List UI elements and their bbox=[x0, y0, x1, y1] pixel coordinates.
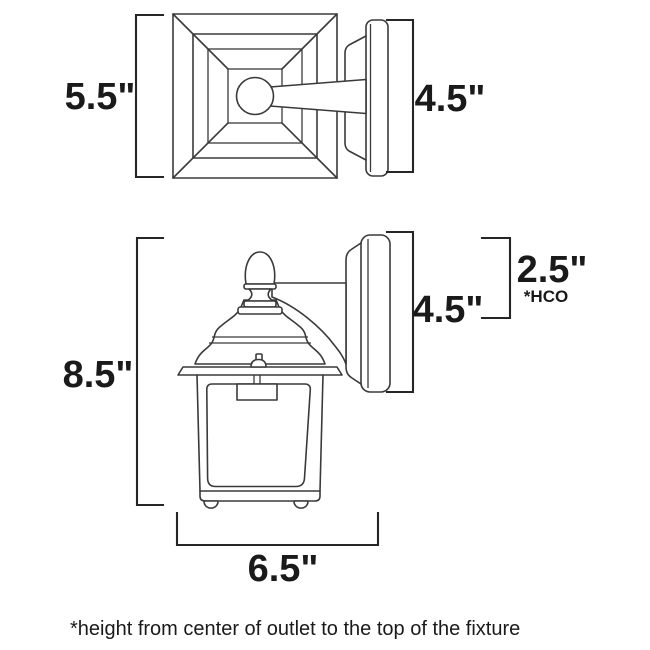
finial-side-view bbox=[237, 251, 283, 315]
socket bbox=[236, 383, 278, 401]
glass-panel bbox=[206, 383, 312, 488]
bracket-side-height bbox=[135, 236, 165, 507]
dim-label-top-depth: 4.5" bbox=[415, 78, 486, 120]
bracket-width bbox=[175, 511, 380, 547]
finial-top-view bbox=[235, 76, 275, 116]
lantern-rim bbox=[177, 353, 343, 376]
top-view-drawing bbox=[134, 13, 415, 179]
lantern-cage bbox=[196, 374, 324, 509]
foot-right bbox=[293, 500, 309, 509]
mounting-arm bbox=[271, 282, 347, 365]
foot-left bbox=[203, 500, 219, 509]
bracket-top-depth bbox=[385, 18, 415, 174]
dim-label-width: 6.5" bbox=[248, 548, 319, 590]
dim-label-top-height: 5.5" bbox=[65, 76, 136, 118]
backplate-side-view bbox=[345, 234, 391, 393]
bracket-hco bbox=[480, 236, 512, 320]
dim-label-side-height: 8.5" bbox=[63, 354, 134, 396]
lantern-roof bbox=[194, 299, 326, 365]
footnote: *height from center of outlet to the top… bbox=[70, 618, 520, 640]
arm-top-view bbox=[269, 78, 367, 115]
dim-label-hco: 2.5" bbox=[517, 249, 588, 291]
side-view-drawing bbox=[135, 230, 512, 547]
bracket-top-height bbox=[134, 13, 165, 179]
dim-label-side-depth: 4.5" bbox=[413, 289, 484, 331]
dim-label-hco-abbr: *HCO bbox=[524, 287, 568, 306]
bracket-side-depth bbox=[385, 230, 415, 394]
